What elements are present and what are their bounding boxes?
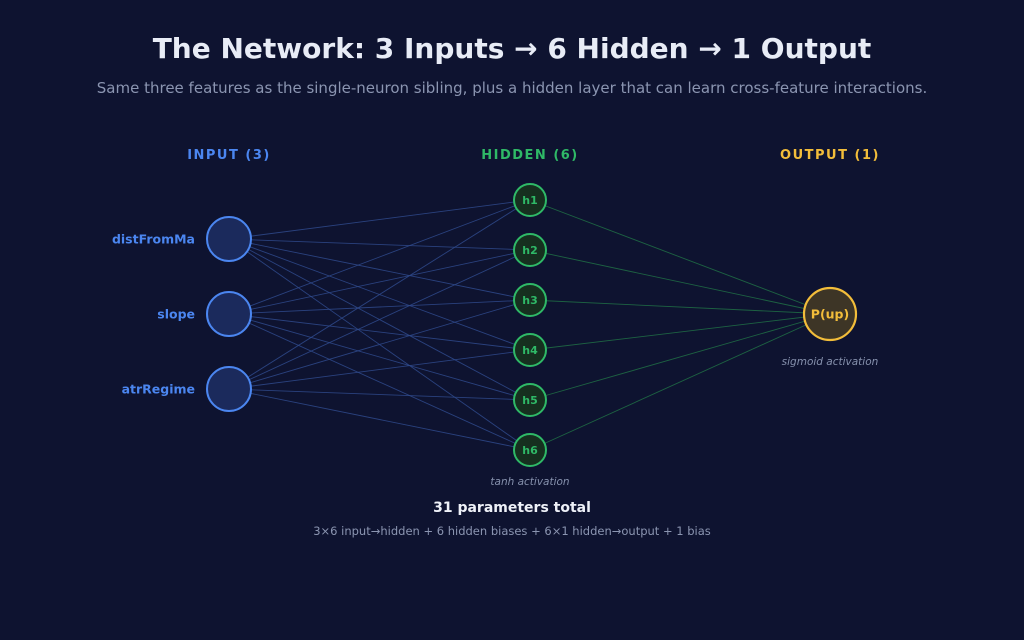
edge-input2-h3 [228, 299, 531, 315]
input-node [206, 366, 252, 412]
edge-h6-output [529, 313, 831, 451]
edge-input1-h2 [228, 238, 531, 251]
hidden-activation-note: tanh activation [490, 476, 569, 488]
edge-input2-h5 [228, 313, 531, 401]
input-layer-label: INPUT (3) [187, 148, 271, 163]
edge-h1-output [529, 199, 831, 315]
edge-h4-output [529, 313, 831, 351]
output-activation-note: sigmoid activation [782, 356, 879, 368]
edge-h3-output [529, 299, 831, 315]
output-layer-label: OUTPUT (1) [780, 148, 880, 163]
input-node-label: distFromMa [112, 232, 195, 247]
hidden-node-label: h2 [522, 244, 538, 257]
page-title: The Network: 3 Inputs → 6 Hidden → 1 Out… [152, 32, 872, 65]
hidden-node-label: h1 [522, 194, 538, 207]
edge-h2-output [529, 249, 831, 315]
hidden-node [513, 433, 547, 467]
hidden-node [513, 183, 547, 217]
hidden-node [513, 233, 547, 267]
edge-input3-h3 [228, 299, 531, 390]
neuron-nodes: distFromMa slope atrRegime h1 h2 h3 h4 h5 h6 P(up… [112, 183, 858, 467]
hidden-layer-label: HIDDEN (6) [481, 148, 579, 163]
hidden-node [513, 383, 547, 417]
connection-edges [228, 199, 831, 451]
edge-input3-h4 [228, 349, 531, 390]
page-subtitle: Same three features as the single-neuron… [96, 79, 928, 97]
edge-input2-h4 [228, 313, 531, 351]
input-node-label: atrRegime [122, 382, 195, 397]
hidden-node [513, 283, 547, 317]
edge-h5-output [529, 313, 831, 401]
hidden-node-label: h5 [522, 394, 538, 407]
edge-input1-h3 [228, 238, 531, 301]
input-node [206, 216, 252, 262]
edge-input2-h1 [228, 199, 531, 315]
input-node [206, 291, 252, 337]
input-node-label: slope [157, 307, 195, 322]
edge-input3-h1 [228, 199, 531, 390]
output-node-label: P(up) [811, 307, 849, 322]
parameters-total: 31 parameters total [433, 500, 591, 516]
hidden-node-label: h4 [522, 344, 538, 357]
hidden-node-label: h6 [522, 444, 538, 457]
edge-input3-h2 [228, 249, 531, 390]
edge-input2-h6 [228, 313, 531, 451]
output-node [802, 286, 858, 342]
parameters-breakdown: 3×6 input→hidden + 6 hidden biases + 6×1… [313, 524, 711, 538]
edge-input1-h1 [228, 199, 531, 240]
hidden-node-label: h3 [522, 294, 538, 307]
hidden-node [513, 333, 547, 367]
edge-input2-h2 [228, 249, 531, 315]
edge-input3-h5 [228, 388, 531, 401]
edge-input3-h6 [228, 388, 531, 451]
